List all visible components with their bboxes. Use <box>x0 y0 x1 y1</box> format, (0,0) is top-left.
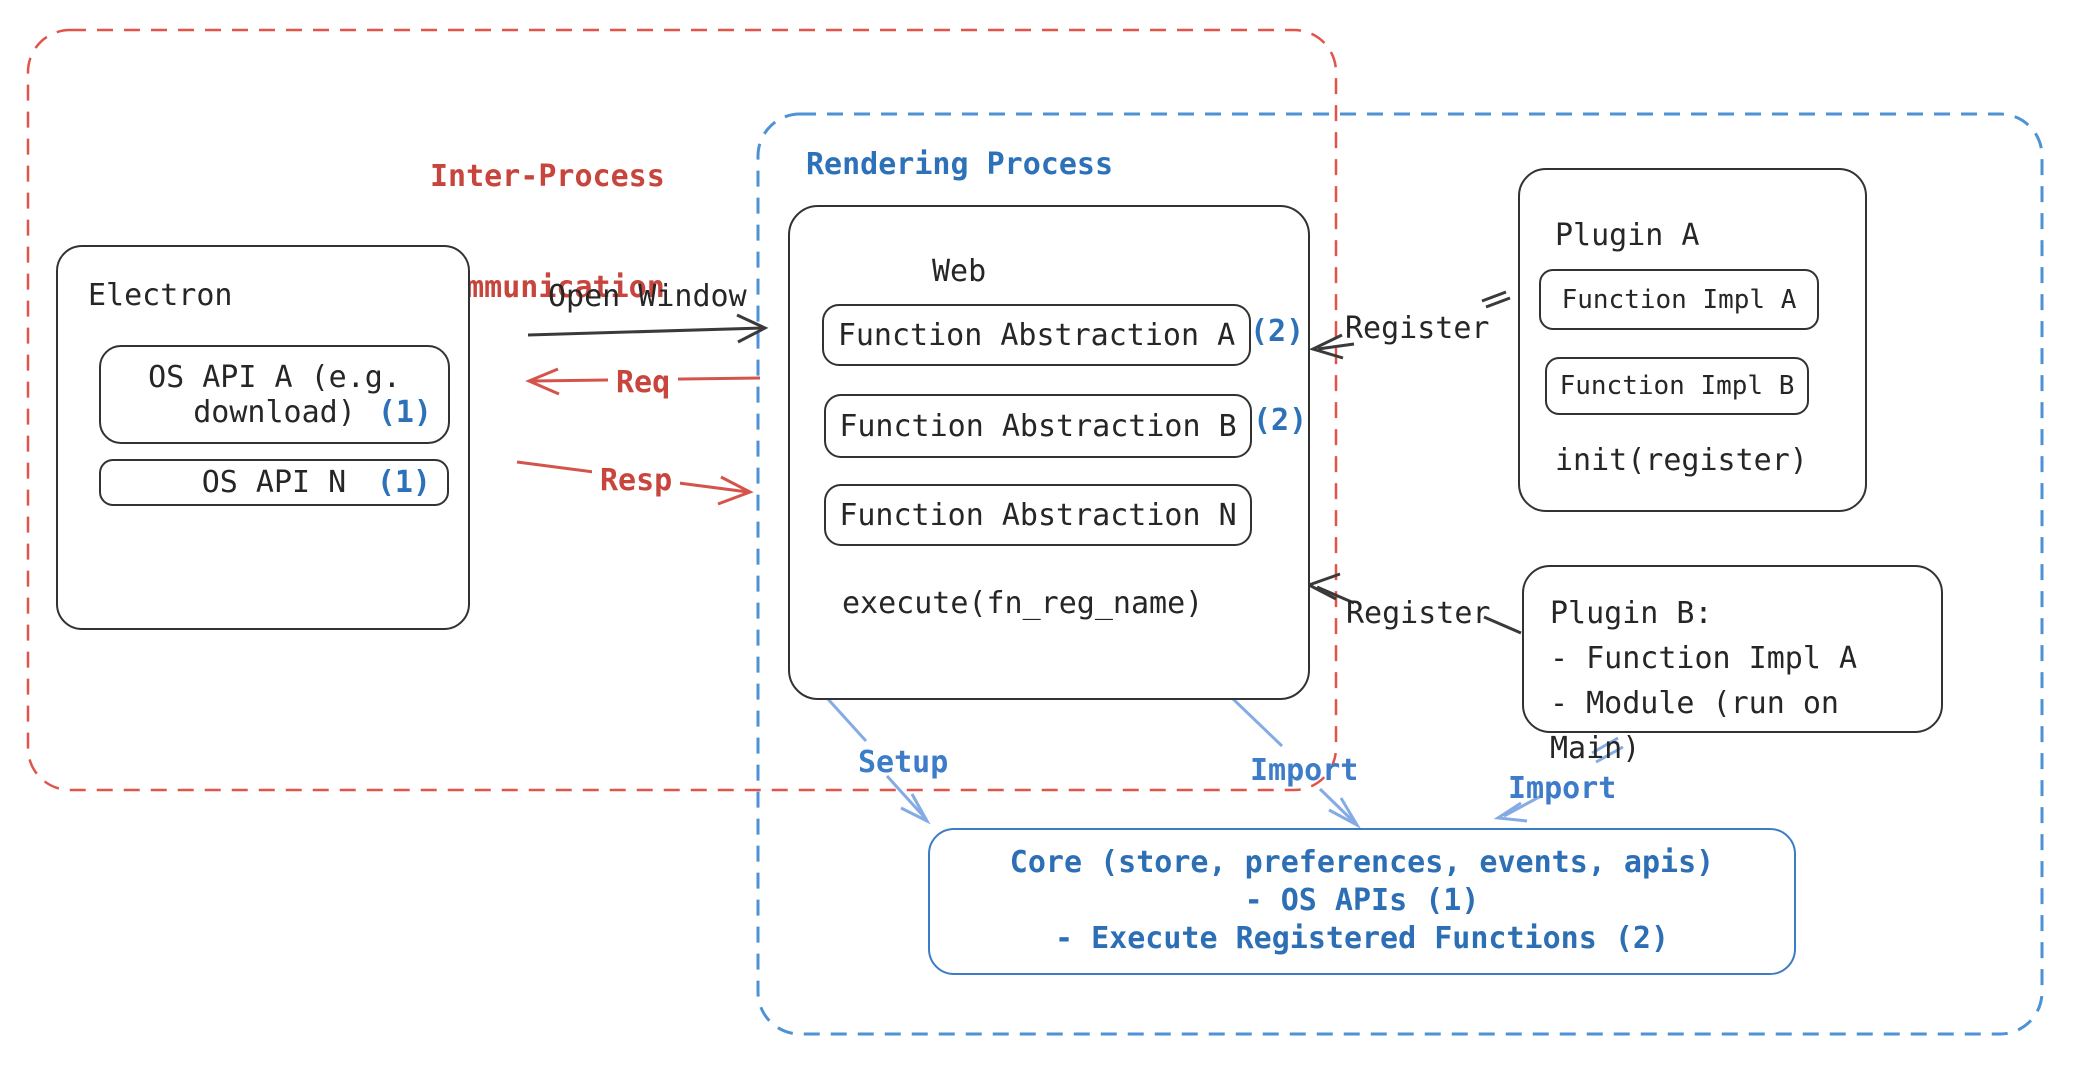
import-plugin-label: Import <box>1508 771 1617 806</box>
os-api-a-box: OS API A (e.g. download) (1) <box>99 345 450 444</box>
plugin-a-title: Plugin A <box>1555 218 1700 253</box>
register-bottom-label: Register <box>1346 596 1491 631</box>
os-api-a-line2: download) <box>193 394 356 430</box>
ipc-region-boundary <box>26 28 1338 792</box>
import-web-arrow <box>1230 696 1362 829</box>
register-top-arrow <box>1308 290 1511 360</box>
function-abstraction-b-badge: (2) <box>1253 403 1308 438</box>
function-abstraction-a-badge: (2) <box>1250 314 1305 349</box>
function-abstraction-b-label: Function Abstraction B <box>839 408 1237 444</box>
ipc-label-line1: Inter-Process <box>430 159 665 194</box>
setup-arrow <box>825 696 931 825</box>
core-box: Core (store, preferences, events, apis) … <box>928 828 1796 975</box>
plugin-b-module: - Module (run on Main) <box>1550 686 1839 766</box>
setup-label: Setup <box>858 745 949 780</box>
rendering-process-label: Rendering Process <box>806 147 1114 182</box>
req-label: Req <box>608 364 679 401</box>
os-api-a-badge: (1) <box>377 395 432 430</box>
function-impl-a-box: Function Impl A <box>1539 269 1819 330</box>
execute-label: execute(fn_reg_name) <box>842 586 1204 621</box>
plugin-b-box: Plugin B: - Function Impl A - Module (ru… <box>1522 565 1943 766</box>
plugin-b-impl-a: - Function Impl A <box>1550 641 1858 676</box>
os-api-n-label: OS API N <box>201 465 347 500</box>
resp-label: Resp <box>592 462 681 499</box>
function-abstraction-a-box: Function Abstraction A <box>822 304 1251 366</box>
function-abstraction-b-box: Function Abstraction B <box>824 394 1252 458</box>
os-api-n-badge: (1) <box>376 465 431 500</box>
function-abstraction-a-label: Function Abstraction A <box>837 317 1236 353</box>
ipc-region-label: Inter-Process Communication <box>430 84 665 380</box>
register-top-label: Register <box>1345 311 1490 346</box>
electron-box: Electron OS API A (e.g. download) (1) OS… <box>56 245 470 630</box>
core-line1: Core (store, preferences, events, apis) <box>1009 845 1715 880</box>
function-abstraction-n-label: Function Abstraction N <box>839 497 1237 533</box>
function-impl-a-label: Function Impl A <box>1561 284 1797 315</box>
os-api-n-box: OS API N (1) <box>99 459 449 506</box>
rendering-region-boundary <box>756 112 2044 1036</box>
core-line2: - OS APIs (1) <box>1244 883 1480 918</box>
init-register-label: init(register) <box>1555 443 1808 478</box>
os-api-a-line1: OS API A (e.g. <box>148 359 401 395</box>
open-window-arrow <box>527 313 769 344</box>
function-impl-b-box: Function Impl B <box>1545 357 1809 415</box>
import-plugin-arrow <box>1493 736 1624 823</box>
web-title: Web <box>932 254 987 289</box>
plugin-a-box: Plugin A Function Impl A Function Impl B… <box>1518 168 1867 512</box>
import-web-label: Import <box>1250 753 1359 788</box>
core-line3: - Execute Registered Functions (2) <box>1054 921 1670 956</box>
function-abstraction-n-box: Function Abstraction N <box>824 484 1252 546</box>
web-box: Web Function Abstraction A Function Abst… <box>788 205 1310 700</box>
function-impl-b-label: Function Impl B <box>1559 371 1795 401</box>
plugin-b-title: Plugin B: <box>1550 596 1713 631</box>
electron-title: Electron <box>88 278 233 313</box>
open-window-label: Open Window <box>548 279 747 314</box>
